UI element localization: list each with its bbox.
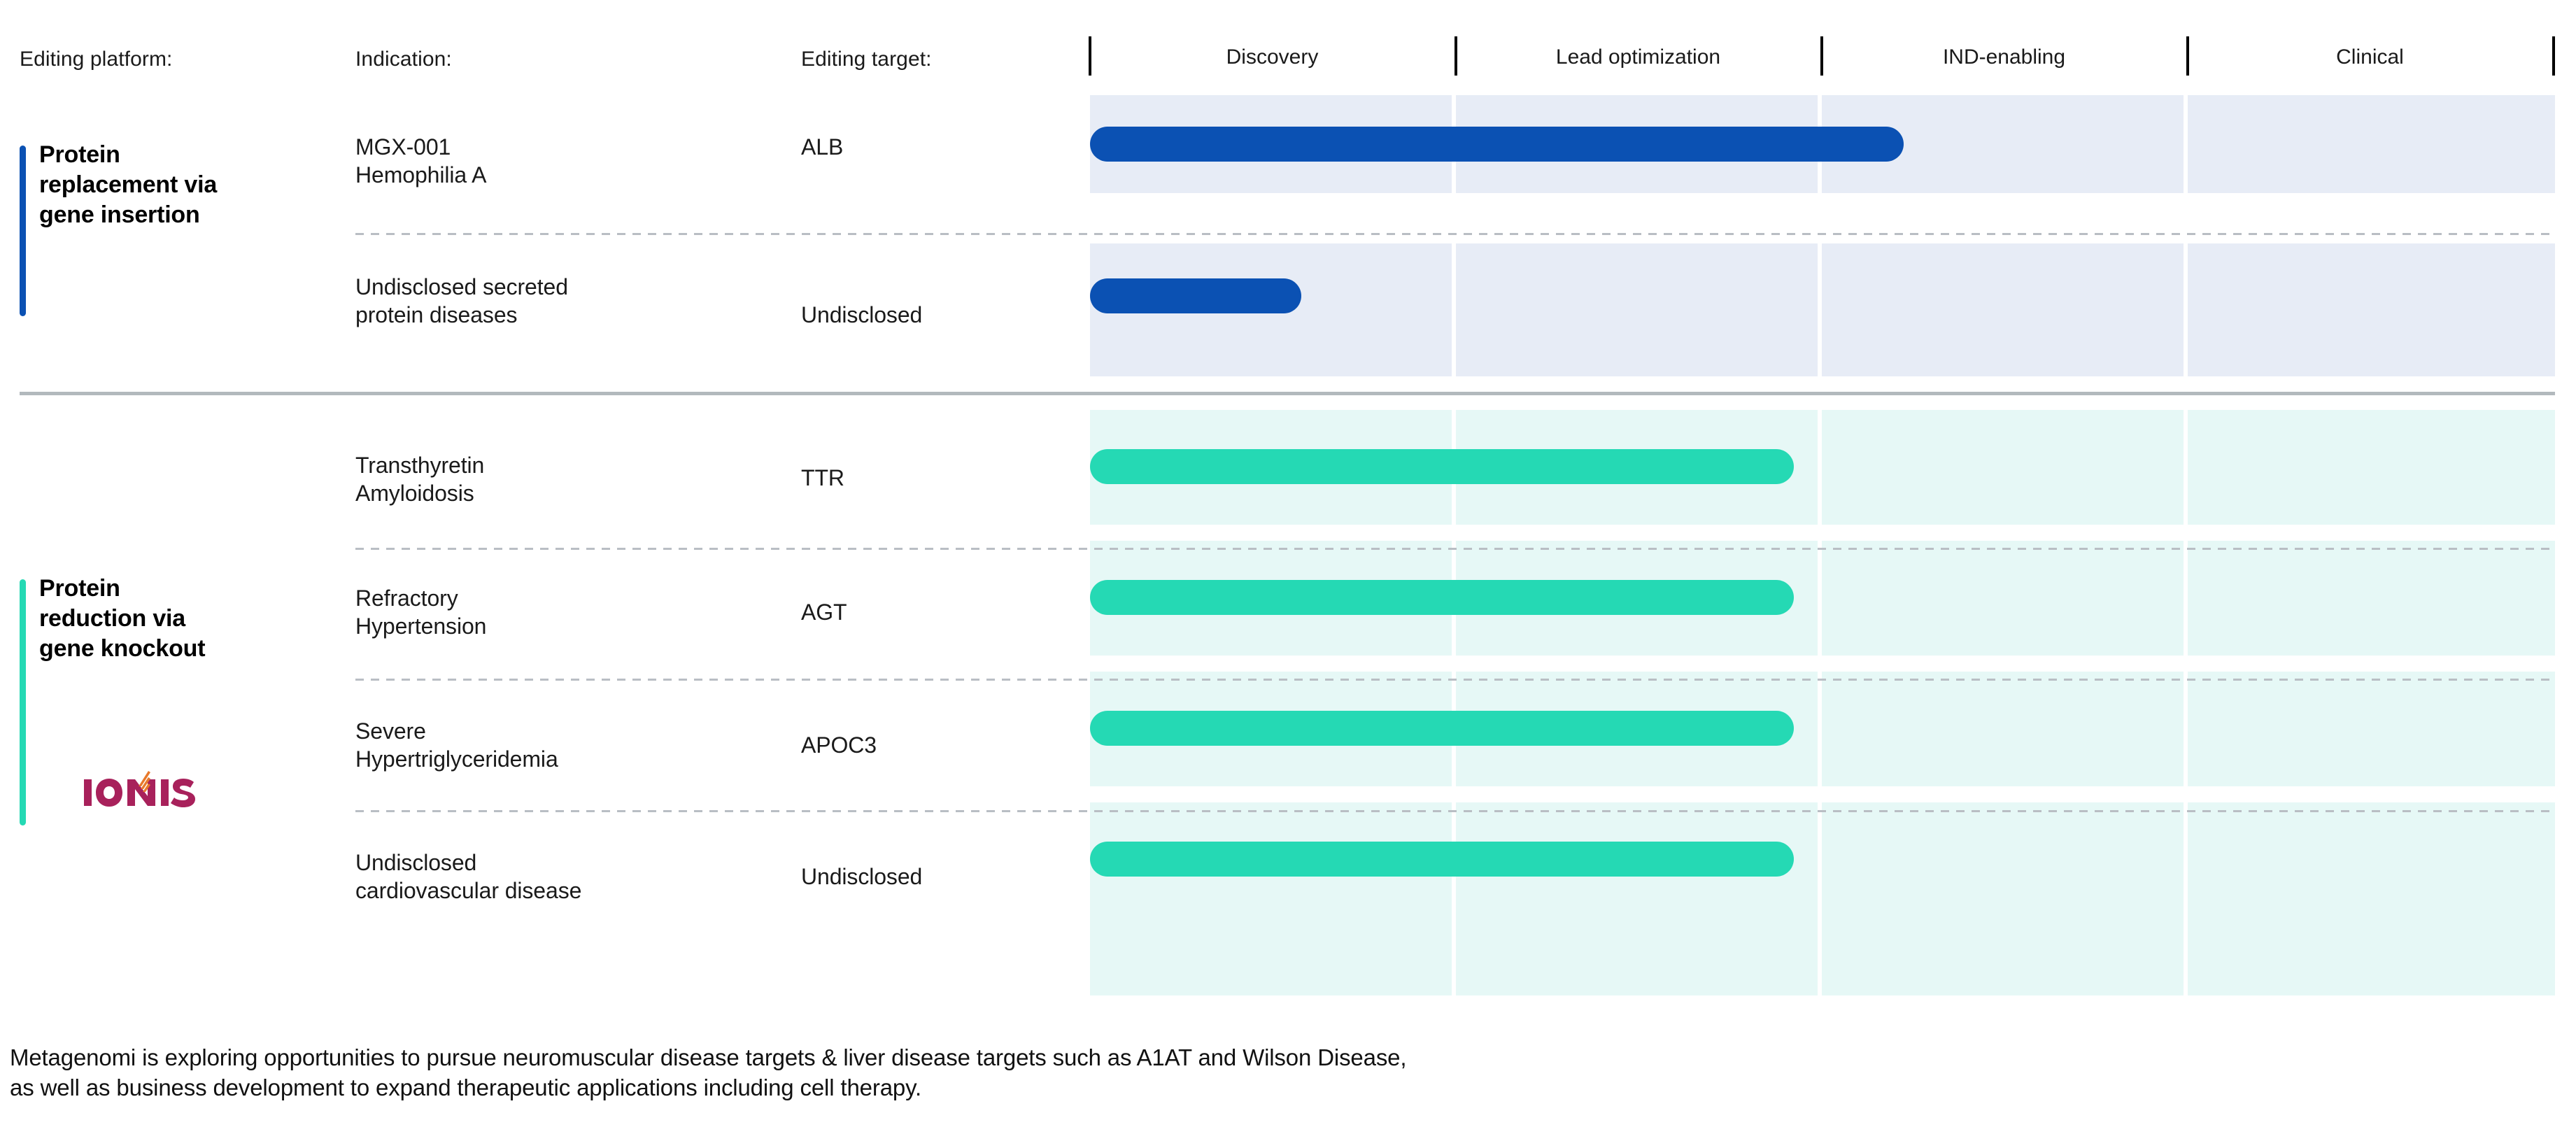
progress-bar-alb: [1090, 127, 1904, 162]
band-cell-clinical: [2188, 802, 2555, 995]
footnote-line-1: Metagenomi is exploring opportunities to…: [10, 1044, 1407, 1070]
target-undisclosed-2: Undisclosed: [801, 864, 923, 889]
phase-tick-0: [1089, 36, 1091, 76]
band-row-undisclosed-cv: [1090, 802, 2555, 995]
progress-bar-agt: [1090, 580, 1794, 615]
phase-tick-1: [1455, 36, 1457, 76]
target-ttr: TTR: [801, 465, 844, 490]
phase-tick-3: [2186, 36, 2189, 76]
platform-label-protein-reduction: Protein reduction via gene knockout: [39, 575, 206, 662]
band-row-ttr: [1090, 410, 2555, 525]
band-row-apoc3: [1090, 672, 2555, 786]
header-editing-platform: Editing platform:: [20, 48, 173, 71]
band-cell-ind-enabling: [1822, 802, 2184, 995]
target-agt: AGT: [801, 600, 847, 625]
band-cell-clinical: [2188, 541, 2555, 656]
footnote: Metagenomi is exploring opportunities to…: [10, 1042, 2389, 1103]
band-cell-lead-opt: [1456, 243, 1818, 376]
header-indication: Indication:: [355, 48, 452, 71]
row-divider-1: [355, 233, 2555, 235]
progress-bar-ttr: [1090, 449, 1794, 484]
band-cell-lead-opt: [1456, 802, 1818, 995]
header-editing-target: Editing target:: [801, 48, 932, 71]
phase-header-clinical: Clinical: [2336, 45, 2404, 69]
band-cell-clinical: [2188, 410, 2555, 525]
band-row-undisclosed-secreted: [1090, 243, 2555, 376]
footnote-line-2: as well as business development to expan…: [10, 1075, 922, 1100]
accent-bar-blue: [20, 146, 26, 316]
progress-bar-undisclosed-cv: [1090, 842, 1794, 877]
chart-header: Editing platform: Indication: Editing ta…: [0, 0, 2576, 90]
phase-header-discovery: Discovery: [1226, 45, 1319, 69]
band-cell-ind-enabling: [1822, 243, 2184, 376]
band-row-agt: [1090, 541, 2555, 656]
band-cell-ind-enabling: [1822, 410, 2184, 525]
band-cell-ind-enabling: [1822, 672, 2184, 786]
row-divider-3: [355, 679, 2555, 681]
target-alb: ALB: [801, 134, 844, 160]
phase-tick-4: [2552, 36, 2555, 76]
band-cell-ind-enabling: [1822, 541, 2184, 656]
phase-header-lead-optimization: Lead optimization: [1555, 45, 1721, 69]
ionis-logo: [83, 770, 201, 807]
band-cell-clinical: [2188, 243, 2555, 376]
platform-label-protein-replacement: Protein replacement via gene insertion: [39, 141, 218, 228]
phase-header-ind-enabling: IND-enabling: [1942, 45, 2066, 69]
band-cell-clinical: [2188, 95, 2555, 193]
accent-bar-green: [20, 579, 26, 825]
phase-tick-2: [1820, 36, 1823, 76]
row-divider-2: [355, 548, 2555, 550]
row-divider-4: [355, 810, 2555, 812]
band-cell-discovery: [1090, 802, 1452, 995]
progress-bar-apoc3: [1090, 711, 1794, 746]
target-apoc3: APOC3: [801, 732, 877, 758]
section-divider: [20, 392, 2555, 395]
band-row-alb: [1090, 95, 2555, 193]
progress-bar-undisclosed-secreted: [1090, 278, 1301, 313]
band-cell-clinical: [2188, 672, 2555, 786]
target-undisclosed-1: Undisclosed: [801, 302, 923, 327]
